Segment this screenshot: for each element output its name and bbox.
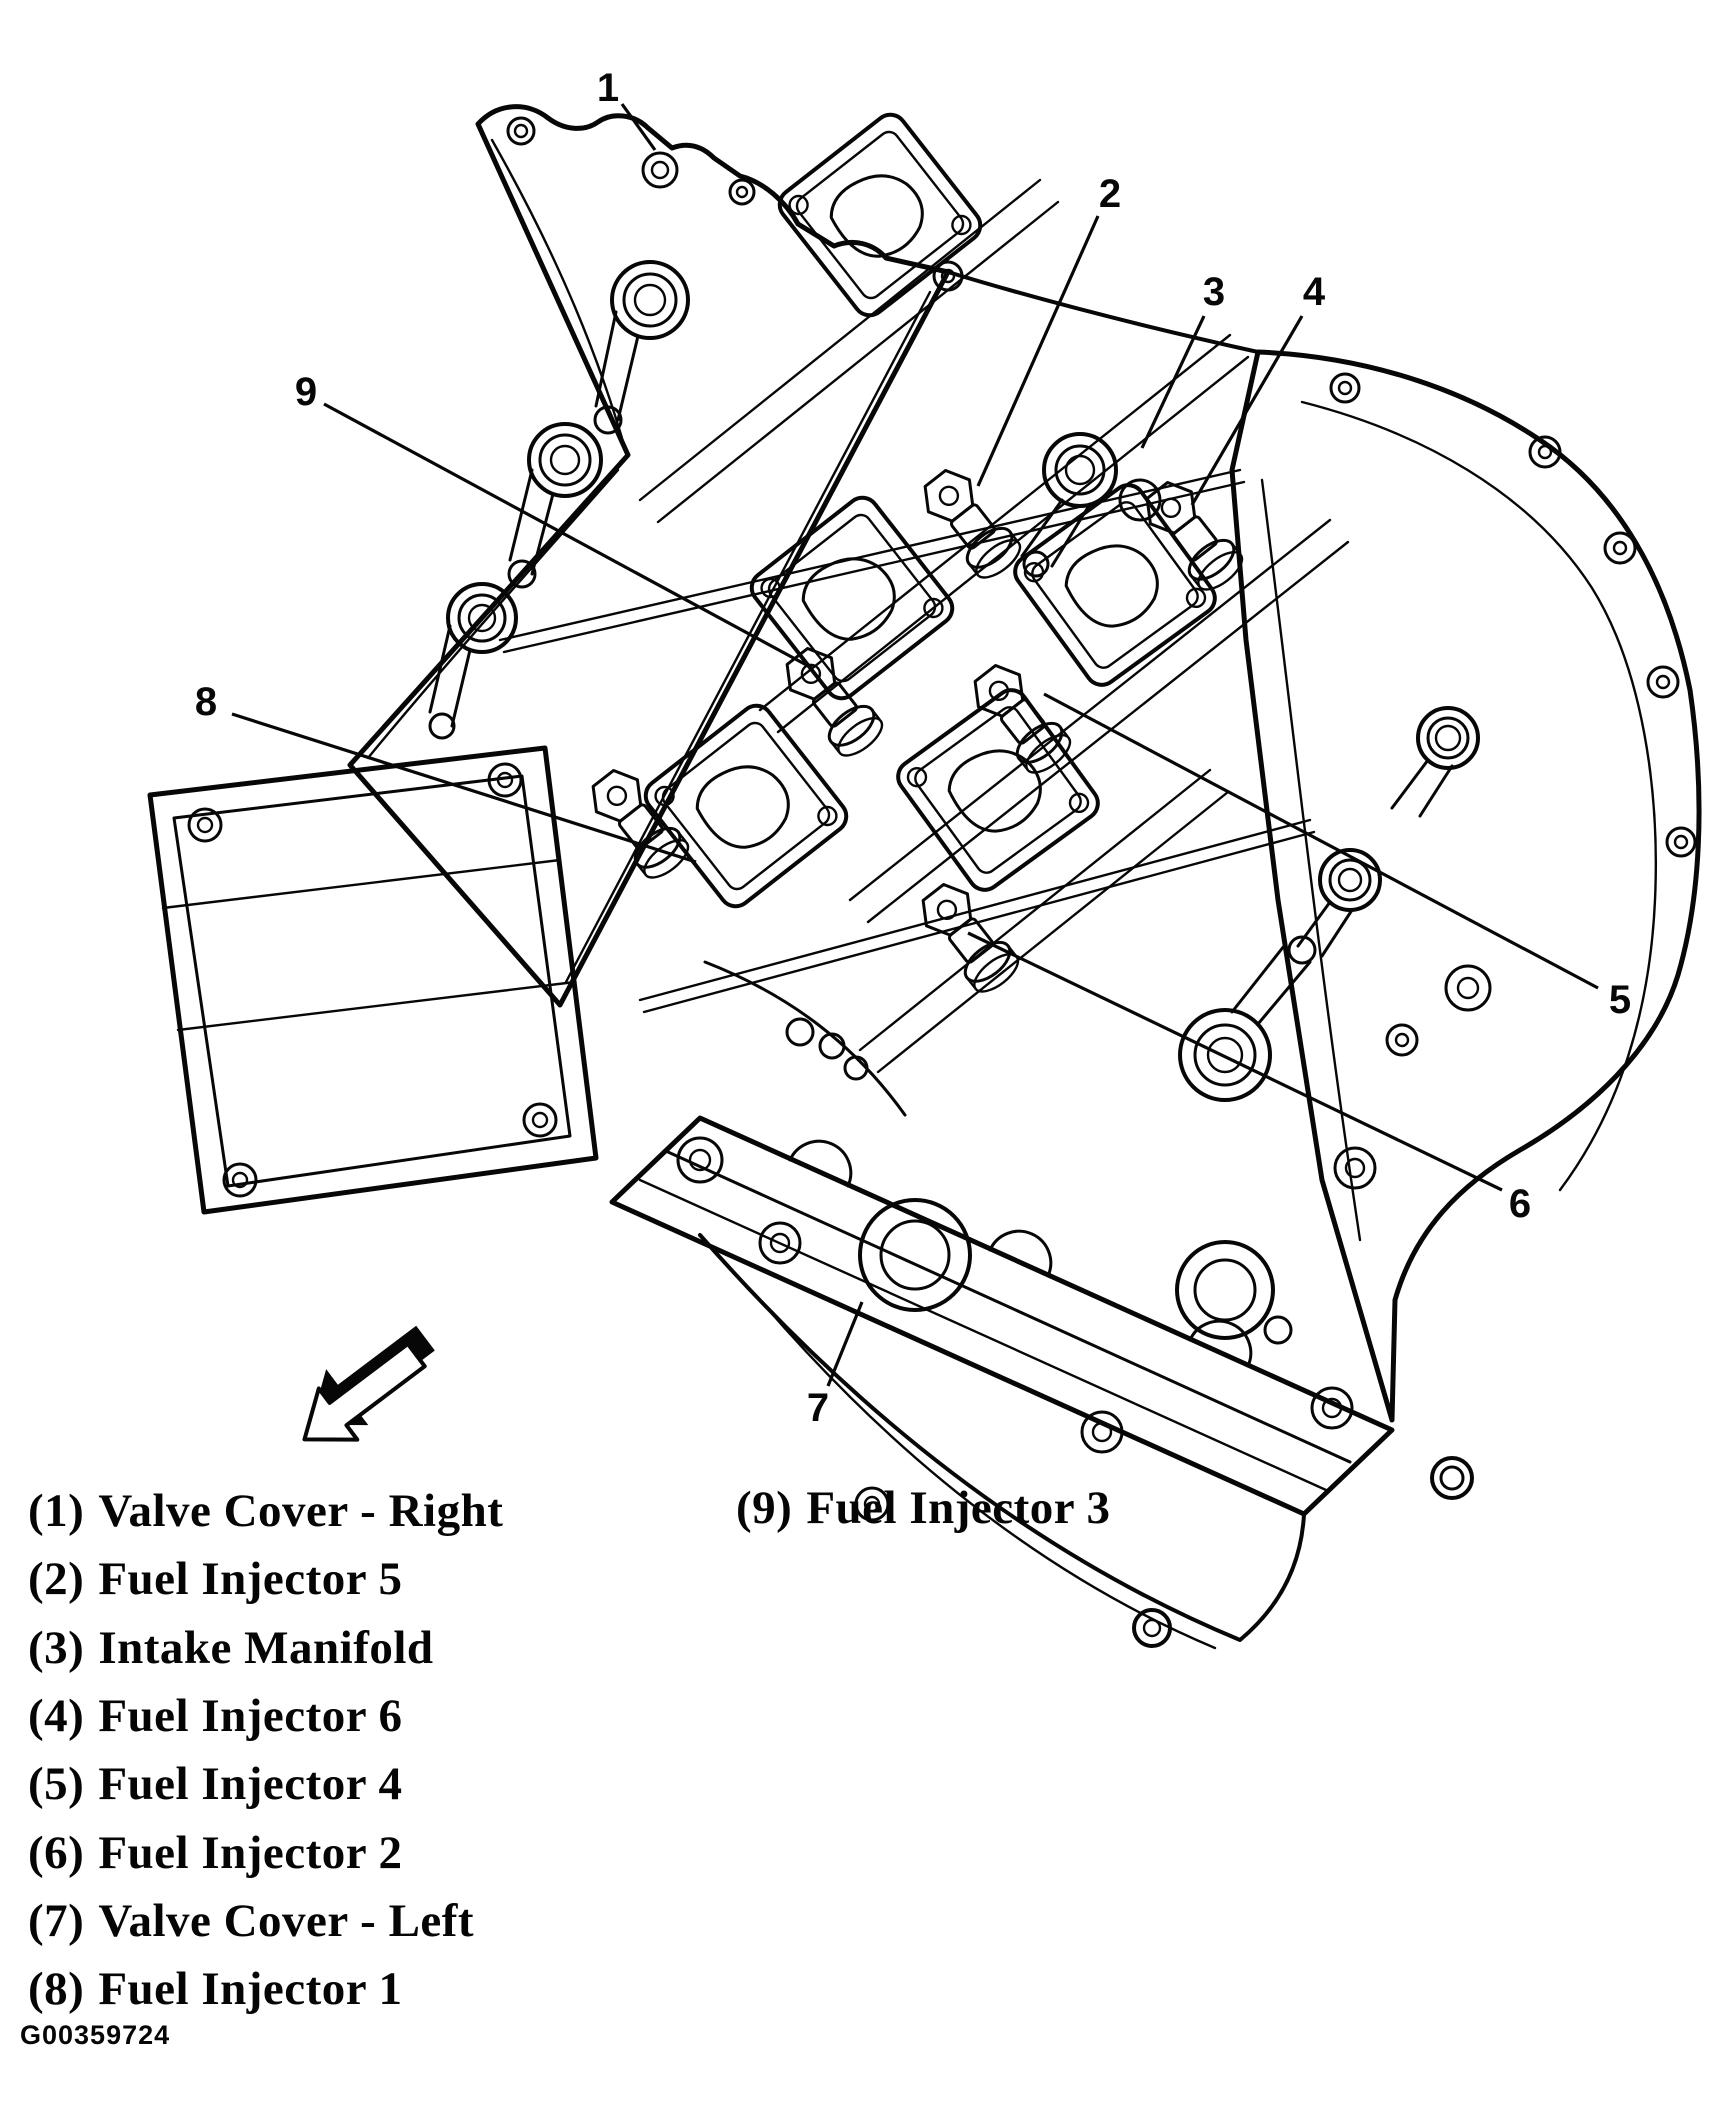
callout-leader-2 <box>976 215 1100 487</box>
callout-number-4: 4 <box>1303 270 1326 314</box>
callout-leader-7 <box>826 1301 864 1387</box>
teardrop-boss <box>428 582 518 740</box>
callouts: 1 2 3 4 5 6 7 8 9 <box>195 66 1631 1430</box>
intake-manifold-drawing <box>643 112 1260 909</box>
teardrop-boss <box>507 422 603 589</box>
port-flange <box>643 703 849 909</box>
intake-runners <box>498 178 1350 1074</box>
callout-number-7: 7 <box>807 1386 829 1430</box>
callout-leader-6 <box>967 931 1503 1192</box>
fuel-injector-3 <box>785 646 884 757</box>
callout-number-5: 5 <box>1609 978 1631 1022</box>
callout-number-8: 8 <box>195 680 217 724</box>
callout-leader-1 <box>620 103 657 151</box>
callout-leader-9 <box>323 402 813 670</box>
teardrop-boss <box>1296 848 1382 958</box>
fuel-injector-2 <box>921 882 1020 993</box>
callout-number-2: 2 <box>1099 172 1121 216</box>
figure-code: G00359724 <box>20 2020 171 2050</box>
valve-cover-left <box>609 349 1702 1650</box>
callout-leader-4 <box>1190 315 1304 506</box>
callout-leader-5 <box>1043 692 1599 990</box>
fuel-injector-6 <box>1145 480 1244 591</box>
callout-leader-3 <box>1140 315 1206 449</box>
port-flange <box>777 112 983 318</box>
callout-number-9: 9 <box>295 370 317 414</box>
callout-number-1: 1 <box>597 66 619 110</box>
fuel-injector-5 <box>923 468 1022 579</box>
callout-number-6: 6 <box>1509 1182 1531 1226</box>
fuel-injectors <box>591 468 1244 993</box>
teardrop-boss <box>1020 432 1118 578</box>
callout-number-3: 3 <box>1203 270 1225 314</box>
valve-cover-right <box>147 104 964 1215</box>
port-flange <box>749 495 955 701</box>
front-direction-arrow-icon <box>302 1325 435 1442</box>
teardrop-boss <box>593 260 690 435</box>
callout-leader-8 <box>231 712 697 864</box>
teardrop-boss <box>1390 706 1480 818</box>
fuel-injector-4 <box>973 663 1072 774</box>
port-flange <box>896 688 1100 892</box>
teardrop-boss <box>1178 935 1317 1102</box>
